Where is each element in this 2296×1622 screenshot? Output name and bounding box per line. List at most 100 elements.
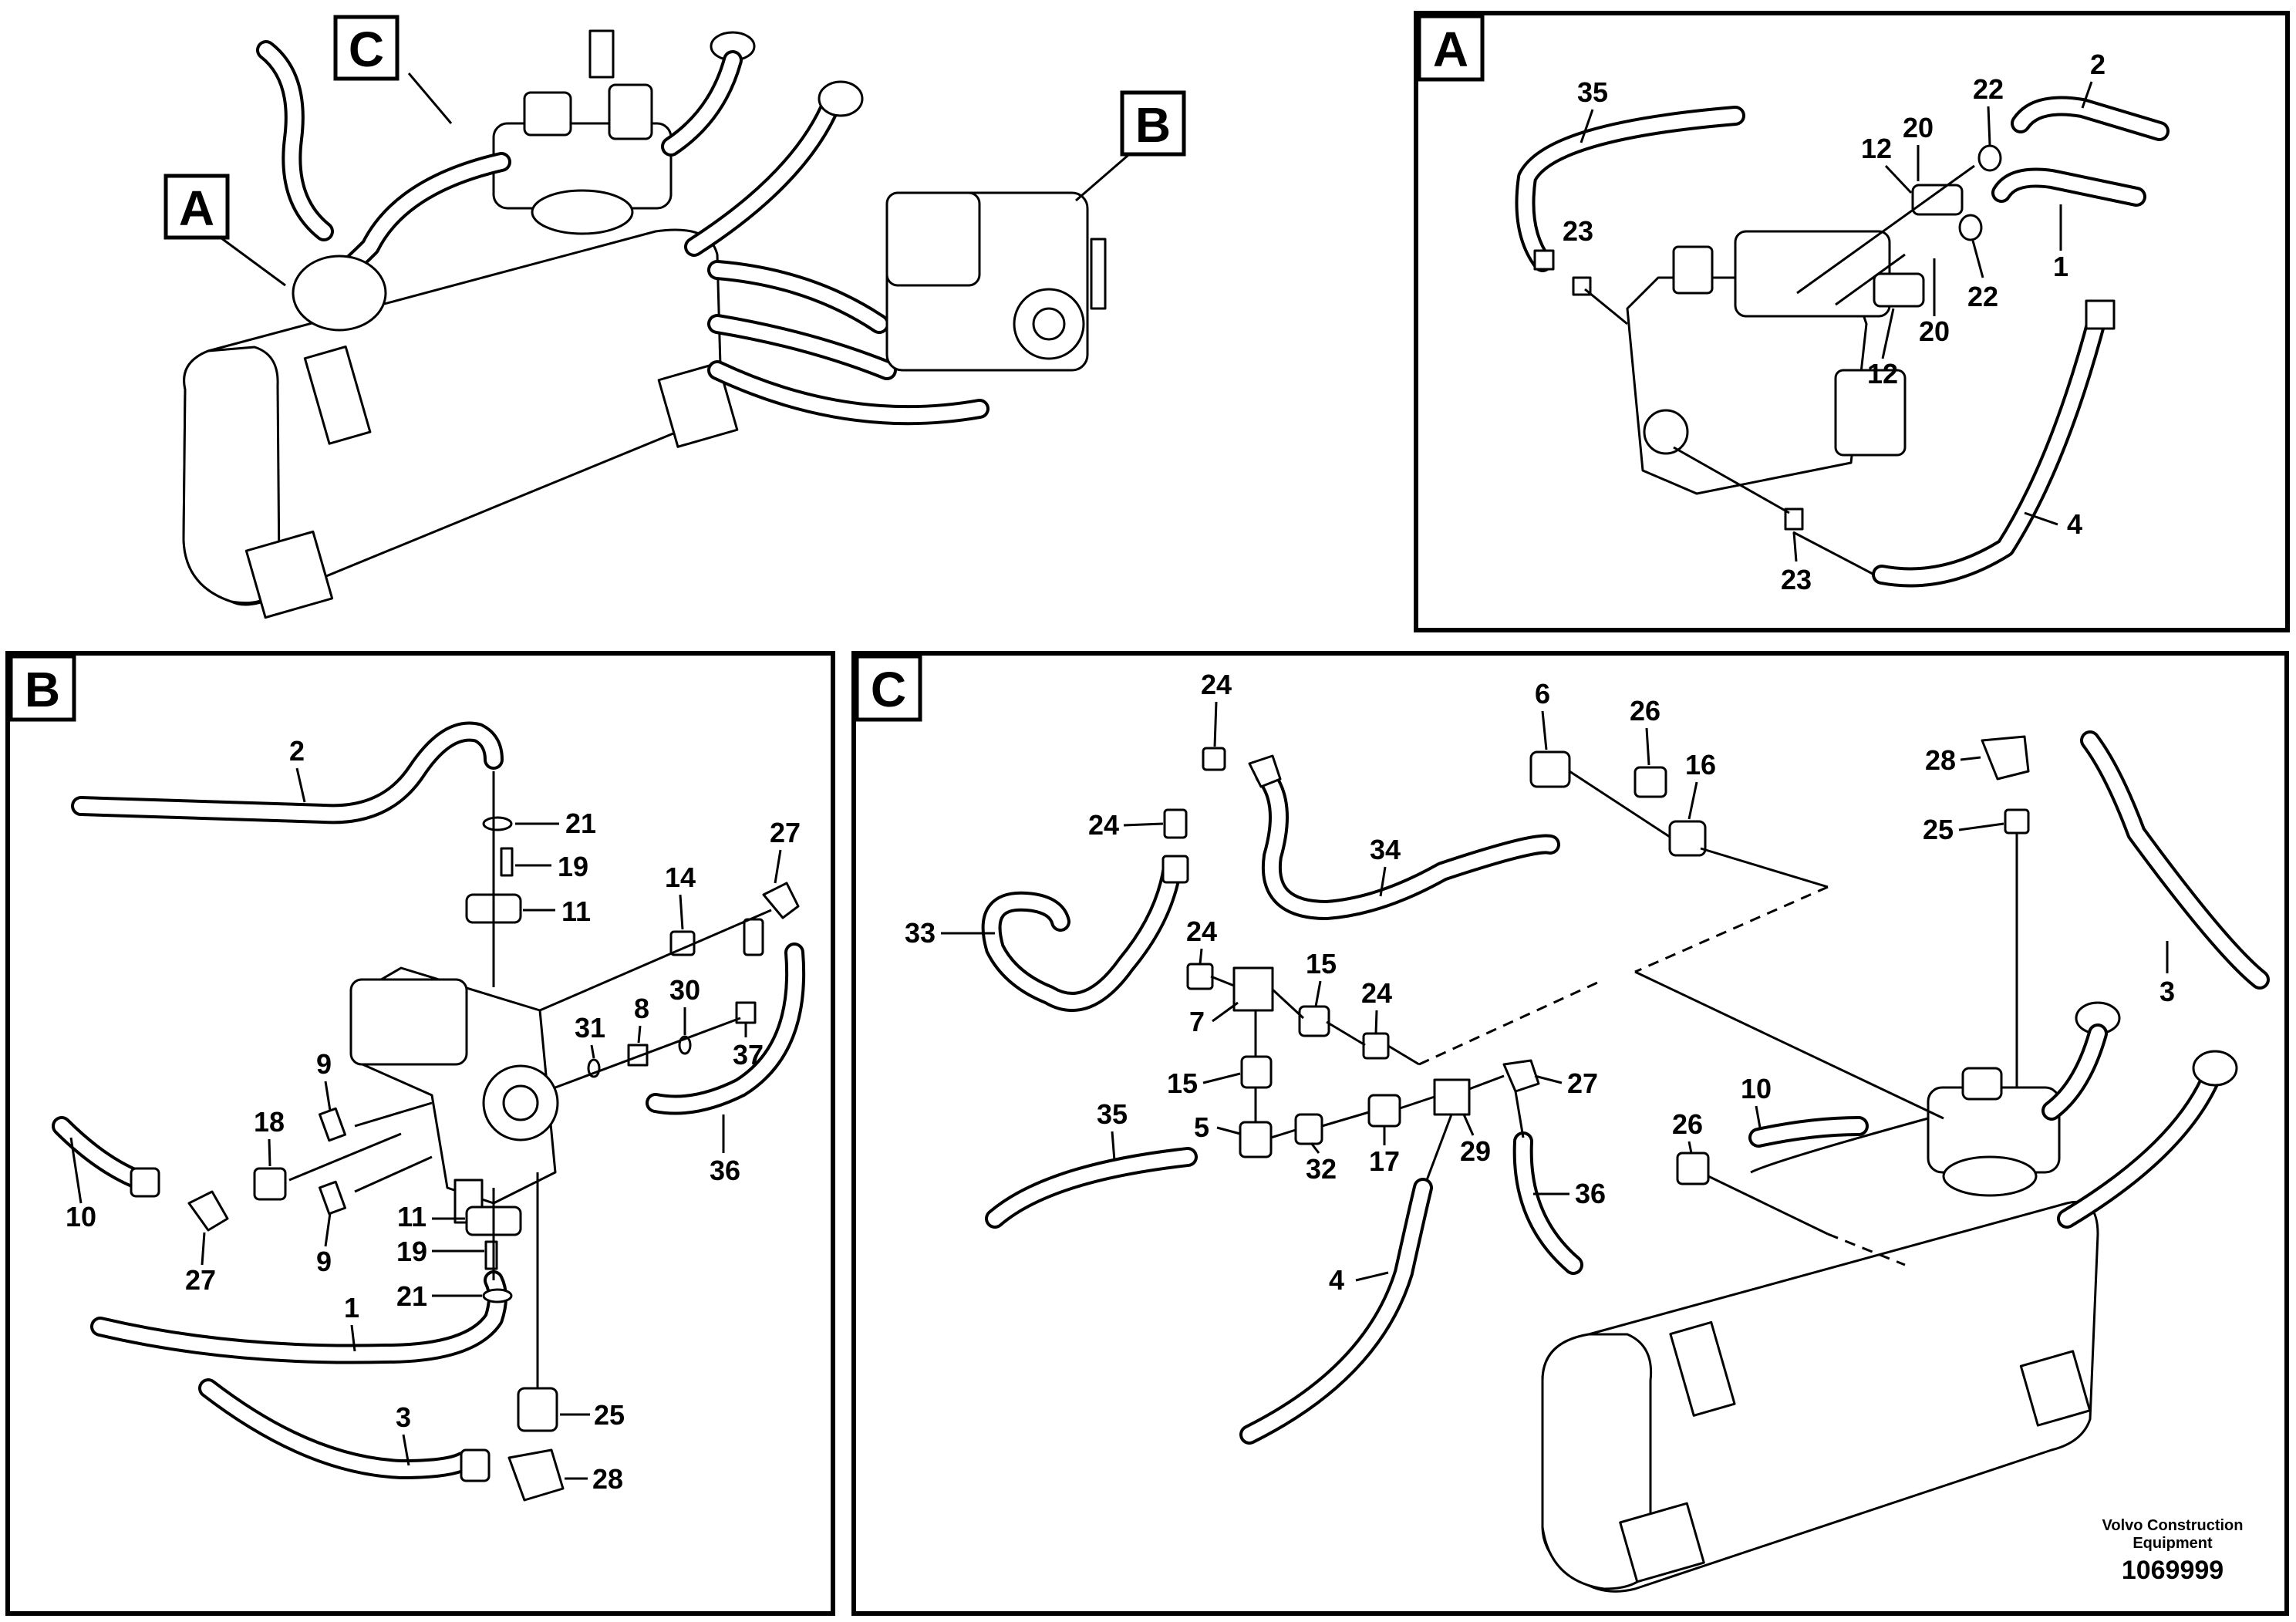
fitting-17	[1367, 1094, 1401, 1128]
svg-text:A: A	[179, 180, 214, 236]
panel-c-letter: C	[871, 662, 906, 717]
nipple-25	[2004, 808, 2030, 835]
overview-illustration	[182, 29, 1135, 619]
callout: 12	[1861, 133, 1892, 164]
nipple-25	[517, 1387, 558, 1432]
nipple-23-upper	[1533, 249, 1555, 271]
panel-c-frame	[851, 651, 2289, 1616]
callout: 35	[1097, 1098, 1128, 1130]
document-number: 1069999	[2122, 1556, 2224, 1585]
callout: 35	[1577, 76, 1608, 108]
callout: 7	[1189, 1006, 1205, 1037]
fitting-15-low	[1240, 1055, 1273, 1089]
fitting-32	[1294, 1113, 1323, 1145]
callout: 27	[770, 817, 801, 848]
elbow-27-left	[187, 1190, 229, 1232]
callout: 28	[1925, 744, 1956, 776]
elbow-27	[762, 882, 800, 919]
callout: 2	[2090, 49, 2106, 80]
adapter-18	[253, 1167, 287, 1201]
callout: 24	[1186, 916, 1217, 947]
fitting-15	[1298, 1005, 1330, 1037]
callout: 32	[1306, 1153, 1337, 1185]
tee-7	[1232, 966, 1274, 1012]
flange-12-lower	[1873, 272, 1925, 308]
callout: 17	[1369, 1145, 1400, 1177]
adapter-16	[1668, 820, 1707, 857]
pump-a-overview	[292, 255, 387, 332]
svg-text:C: C	[349, 22, 384, 77]
callout: 29	[1460, 1135, 1491, 1167]
filler-cap	[818, 80, 864, 117]
callout: 22	[1973, 73, 2004, 105]
overview-label-c: C	[333, 15, 400, 81]
nut-26	[1633, 766, 1667, 798]
seal-22-lower	[1958, 214, 1983, 241]
callout: 22	[1967, 281, 1998, 312]
elbow-27	[1502, 1059, 1540, 1093]
panel-a-frame	[1414, 11, 2290, 632]
nipple-24-mid	[1163, 808, 1188, 839]
callout: 26	[1630, 695, 1660, 727]
callout: 27	[1567, 1067, 1598, 1099]
callout: 34	[1370, 834, 1401, 865]
sensor-9-upper	[319, 1107, 346, 1142]
overview-label-a: A	[164, 174, 230, 240]
tank-bracket	[303, 345, 372, 445]
callout: 24	[1361, 977, 1392, 1009]
callout: 9	[316, 1048, 332, 1080]
callout: 10	[1741, 1073, 1772, 1104]
callout: 36	[1575, 1178, 1606, 1209]
callout: 20	[1919, 315, 1950, 347]
panel-c: C	[851, 651, 2289, 1616]
callout: 1	[344, 1292, 359, 1324]
callout: 11	[561, 895, 591, 927]
panel-b-letter: B	[25, 662, 60, 717]
nut-26-low	[1676, 1152, 1710, 1185]
callout: 9	[316, 1246, 332, 1277]
callout: 12	[1867, 358, 1898, 389]
callout: 6	[1535, 678, 1550, 710]
callout: 26	[1672, 1108, 1703, 1140]
screw-19	[500, 847, 514, 877]
callout: 15	[1167, 1067, 1198, 1099]
flange-12-upper	[1911, 184, 1964, 216]
callout: 4	[2067, 508, 2082, 540]
seal-21	[482, 816, 513, 831]
callout: 20	[1903, 112, 1934, 143]
hose-4	[1872, 306, 2108, 588]
hose-35	[1515, 106, 1745, 272]
callout: 30	[669, 974, 700, 1006]
panel-b: B	[5, 651, 835, 1616]
callout: 27	[185, 1264, 216, 1296]
tank-foot	[657, 362, 739, 448]
callout: 37	[733, 1039, 764, 1071]
callout: 5	[1194, 1111, 1209, 1143]
callout: 18	[254, 1106, 285, 1138]
pump-a-shaft	[1643, 409, 1689, 455]
elbow-28	[1981, 735, 2030, 781]
callout: 23	[1563, 215, 1593, 247]
callout: 23	[1781, 564, 1812, 595]
callout: 8	[634, 993, 649, 1024]
callout: 25	[594, 1399, 625, 1431]
callout: 25	[1923, 814, 1954, 845]
nipple-24-right	[1362, 1032, 1390, 1060]
callout: 2	[289, 735, 305, 767]
tank-foot	[244, 530, 334, 619]
callout: 19	[396, 1236, 427, 1267]
callout: 14	[665, 862, 696, 893]
callout: 21	[565, 808, 596, 839]
panel-a: A 35 2	[1414, 11, 2290, 632]
callout: 11	[397, 1201, 426, 1233]
callout: 3	[2159, 976, 2175, 1007]
hose-4	[1239, 1178, 1433, 1445]
screw-19-lower	[484, 1240, 498, 1270]
brand-line-2: Equipment	[2132, 1535, 2213, 1552]
callout: 24	[1088, 809, 1119, 841]
nipple-24-low	[1186, 963, 1214, 990]
callout: 33	[905, 917, 936, 949]
tee-29	[1433, 1078, 1471, 1116]
nipple-23-lower	[1784, 508, 1804, 531]
